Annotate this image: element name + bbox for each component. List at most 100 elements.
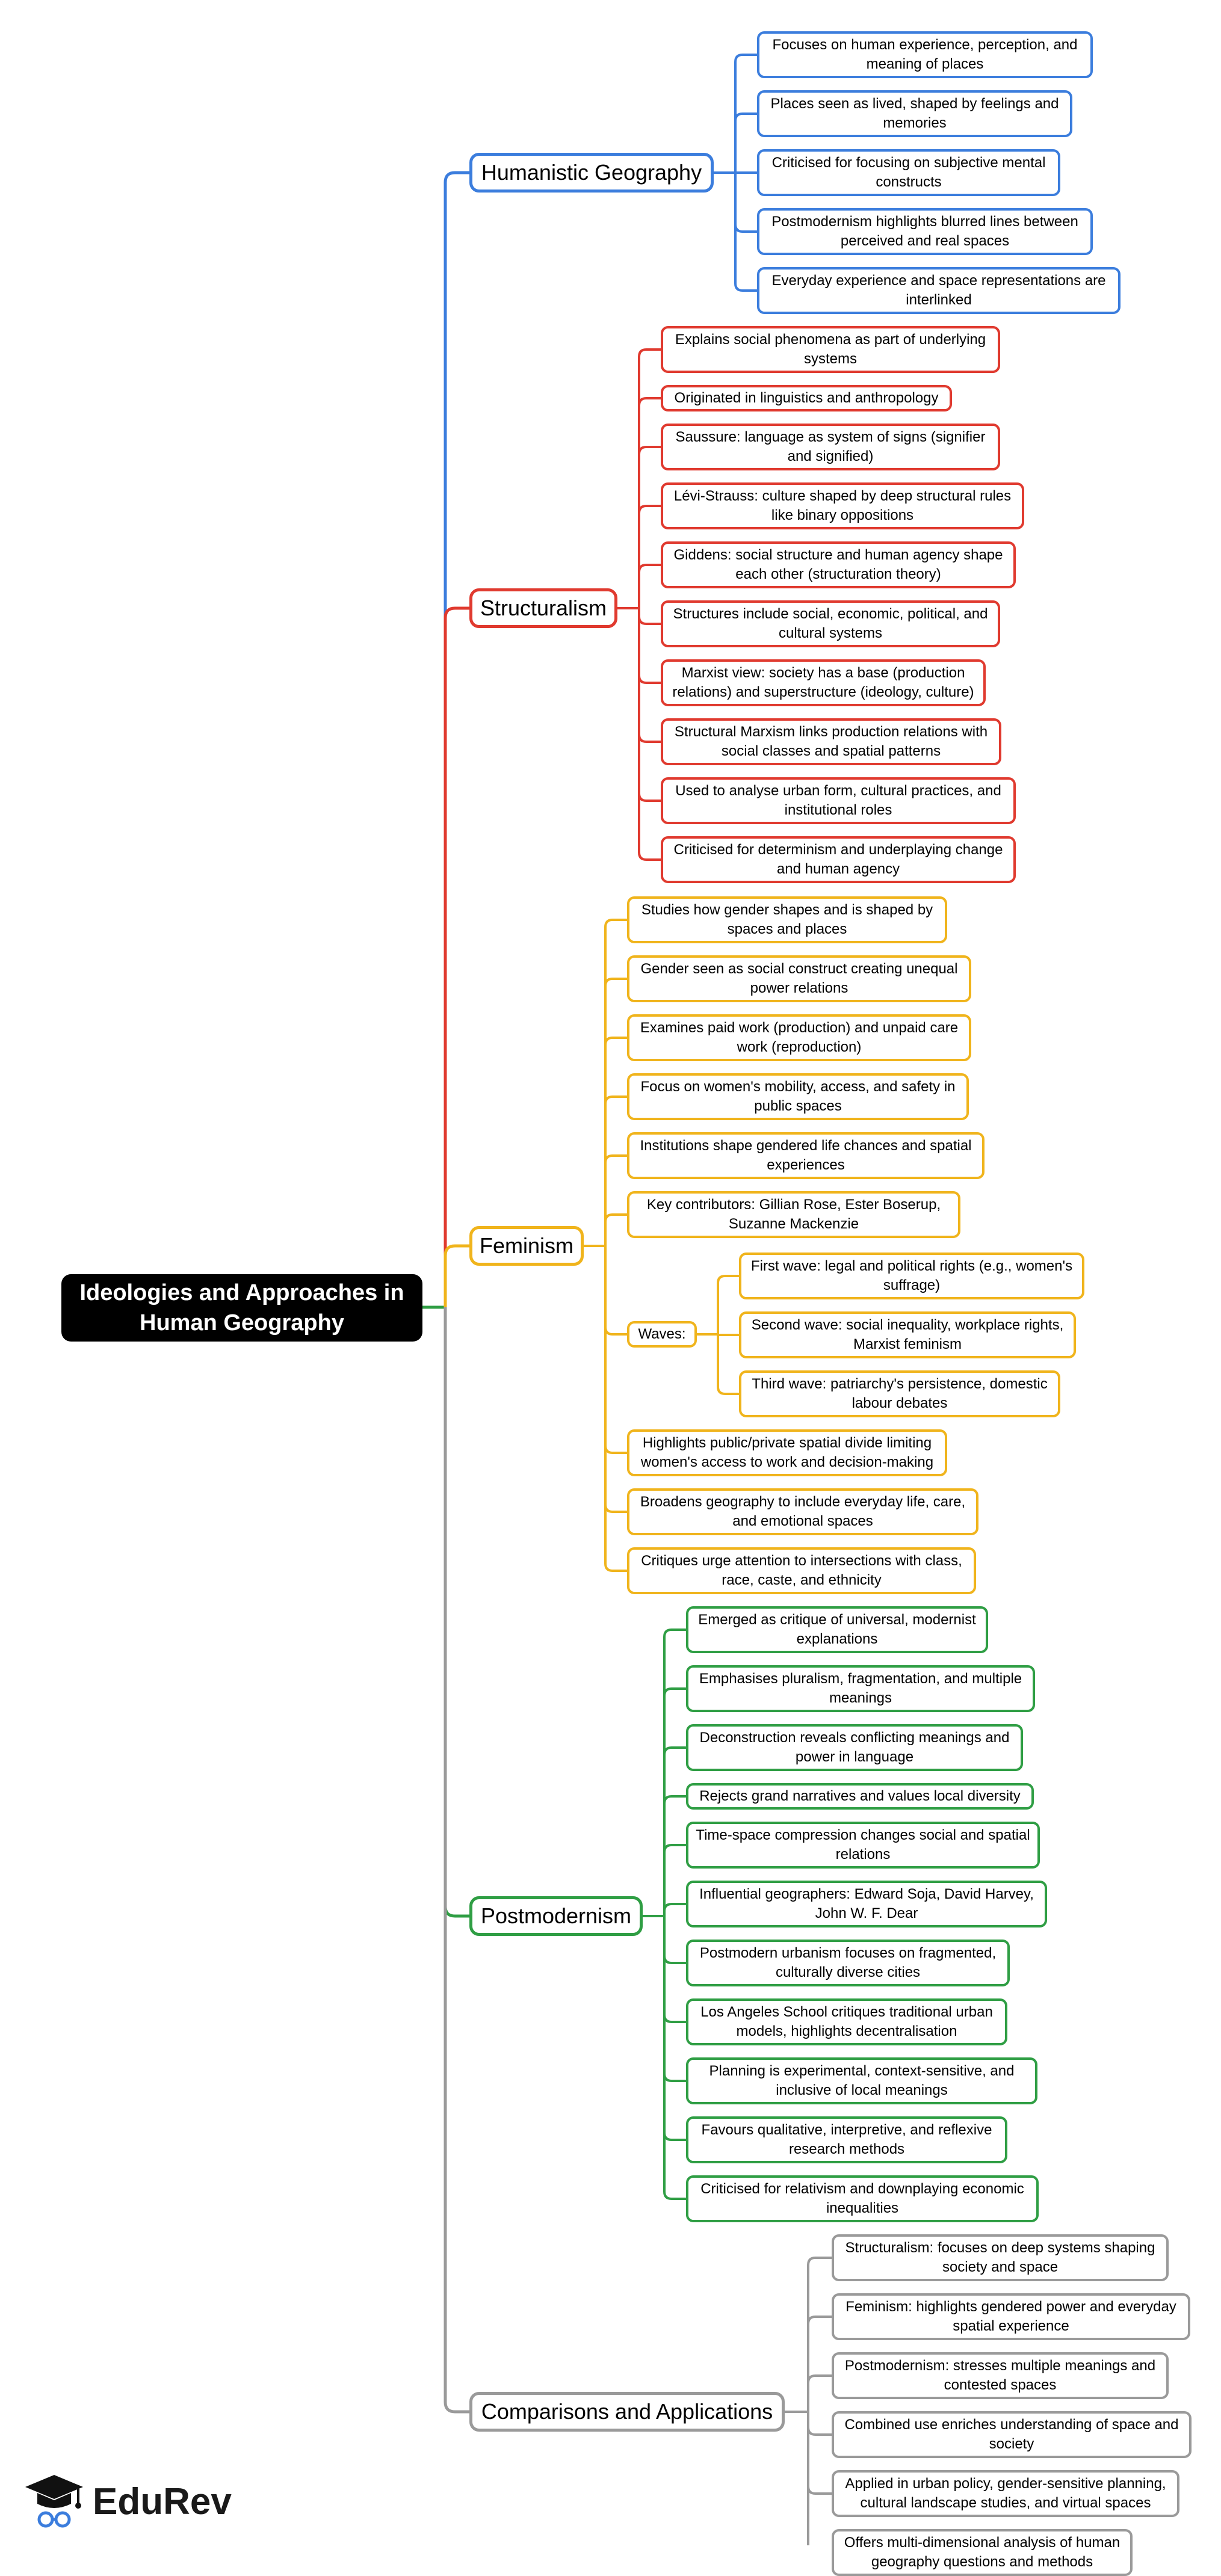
structuralism-link-3 — [638, 446, 661, 608]
leaf-feminism-wave-1: First wave: legal and political rights (… — [739, 1253, 1084, 1299]
branch-comparisons-applications: Comparisons and Applications — [469, 2392, 785, 2432]
leaf-structuralism-8: Structural Marxism links production rela… — [661, 718, 1001, 765]
leaf-text: Giddens: social structure and human agen… — [673, 547, 1003, 582]
humanistic-link-5 — [734, 173, 757, 292]
comparisons-link-5 — [807, 2412, 832, 2495]
branch-humanistic-geography: Humanistic Geography — [469, 153, 714, 193]
leaf-text: Planning is experimental, context-sensit… — [709, 2063, 1015, 2098]
leaf-text: Studies how gender shapes and is shaped … — [641, 902, 933, 937]
leaf-structuralism-6: Structures include social, economic, pol… — [661, 600, 1000, 647]
feminism-link-1 — [604, 919, 627, 1246]
leaf-structuralism-5: Giddens: social structure and human agen… — [661, 541, 1016, 588]
leaf-feminism-6: Key contributors: Gillian Rose, Ester Bo… — [627, 1191, 960, 1238]
structuralism-link-7 — [638, 608, 661, 684]
leaf-structuralism-2: Originated in linguistics and anthropolo… — [661, 385, 952, 411]
feminism-link-7 — [604, 1246, 627, 1336]
leaf-text: Emphasises pluralism, fragmentation, and… — [699, 1671, 1022, 1706]
branch-label: Comparisons and Applications — [481, 2399, 773, 2424]
leaf-postmodernism-4: Rejects grand narratives and values loca… — [686, 1783, 1034, 1810]
root-title-line-2: Human Geography — [140, 1310, 344, 1336]
leaf-text: Offers multi-dimensional analysis of hum… — [844, 2534, 1121, 2570]
branch-label: Humanistic Geography — [481, 160, 702, 185]
leaf-postmodernism-10: Favours qualitative, interpretive, and r… — [686, 2116, 1007, 2163]
leaf-text: Waves: — [638, 1326, 686, 1342]
leaf-text: Combined use enriches understanding of s… — [844, 2417, 1179, 2452]
leaf-text: Highlights public/private spatial divide… — [640, 1435, 934, 1470]
brand-name: EduRev — [93, 2480, 232, 2522]
leaf-text: Postmodernism: stresses multiple meaning… — [844, 2358, 1156, 2393]
branch-label: Feminism — [479, 1233, 573, 1258]
leaf-comparisons-1: Structuralism: focuses on deep systems s… — [832, 2234, 1169, 2281]
leaf-text: Postmodernism highlights blurred lines b… — [771, 214, 1078, 249]
feminism-waves-link-3 — [717, 1334, 739, 1395]
feminism-waves-link-1 — [717, 1275, 739, 1334]
leaf-text: Examines paid work (production) and unpa… — [640, 1020, 959, 1055]
leaf-text: Influential geographers: Edward Soja, Da… — [699, 1886, 1034, 1921]
leaf-text: Broadens geography to include everyday l… — [640, 1494, 966, 1529]
leaf-feminism-wave-3: Third wave: patriarchy's persistence, do… — [739, 1370, 1060, 1417]
leaf-feminism-4: Focus on women's mobility, access, and s… — [627, 1073, 969, 1120]
leaf-text: Gender seen as social construct creating… — [640, 961, 958, 996]
leaf-postmodernism-3: Deconstruction reveals conflicting meani… — [686, 1724, 1023, 1771]
leaf-humanistic-2: Places seen as lived, shaped by feelings… — [757, 90, 1072, 137]
structuralism-link-9 — [638, 608, 661, 802]
feminism-link-6 — [604, 1213, 627, 1246]
leaf-text: Criticised for determinism and underplay… — [673, 842, 1003, 877]
postmodernism-link-4 — [663, 1795, 686, 1916]
humanistic-link-4 — [734, 173, 757, 233]
leaf-feminism-5: Institutions shape gendered life chances… — [627, 1132, 985, 1179]
leaf-comparisons-6: Offers multi-dimensional analysis of hum… — [832, 2529, 1133, 2576]
leaf-text: Key contributors: Gillian Rose, Ester Bo… — [646, 1197, 941, 1232]
leaf-structuralism-1: Explains social phenomena as part of und… — [661, 326, 1000, 373]
leaf-text: Criticised for focusing on subjective me… — [771, 155, 1046, 190]
structuralism-link-10 — [638, 608, 661, 861]
comparisons-link-6 — [807, 2412, 810, 2545]
branch-feminism: Feminism — [469, 1226, 584, 1266]
leaf-structuralism-9: Used to analyse urban form, cultural pra… — [661, 777, 1016, 824]
leaf-text: Favours qualitative, interpretive, and r… — [701, 2122, 992, 2157]
feminism-link-9 — [604, 1246, 627, 1513]
leaf-structuralism-10: Criticised for determinism and underplay… — [661, 836, 1016, 883]
leaf-text: Rejects grand narratives and values loca… — [699, 1788, 1021, 1804]
feminism-link-10 — [604, 1246, 627, 1572]
structuralism-link-4 — [638, 505, 661, 608]
leaf-humanistic-3: Criticised for focusing on subjective me… — [757, 149, 1060, 196]
leaf-text: Structures include social, economic, pol… — [673, 606, 988, 641]
leaf-text: Emerged as critique of universal, modern… — [698, 1612, 976, 1647]
postmodernism-link-7 — [663, 1916, 686, 1964]
leaf-text: Time-space compression changes social an… — [696, 1827, 1030, 1863]
leaf-humanistic-4: Postmodernism highlights blurred lines b… — [757, 208, 1093, 255]
leaf-postmodernism-7: Postmodern urbanism focuses on fragmente… — [686, 1940, 1010, 1986]
comparisons-link-1 — [807, 2257, 832, 2412]
feminism-link-2 — [604, 978, 627, 1246]
root-title-line-1: Ideologies and Approaches in — [79, 1280, 404, 1305]
branch-postmodernism: Postmodernism — [469, 1896, 643, 1936]
leaf-humanistic-5: Everyday experience and space representa… — [757, 267, 1121, 314]
leaf-text: Applied in urban policy, gender-sensitiv… — [845, 2476, 1166, 2511]
leaf-feminism-1: Studies how gender shapes and is shaped … — [627, 896, 947, 943]
comparisons-link-3 — [807, 2374, 832, 2412]
leaf-structuralism-3: Saussure: language as system of signs (s… — [661, 424, 1000, 470]
root-node: Ideologies and Approaches in Human Geogr… — [61, 1274, 422, 1342]
leaf-feminism-wave-2: Second wave: social inequality, workplac… — [739, 1311, 1076, 1358]
humanistic-link-2 — [734, 112, 757, 173]
leaf-feminism-7: Highlights public/private spatial divide… — [627, 1429, 947, 1476]
trunk-comparisons — [444, 1307, 469, 2414]
leaf-postmodernism-2: Emphasises pluralism, fragmentation, and… — [686, 1665, 1035, 1712]
leaf-text: Lévi-Strauss: culture shaped by deep str… — [673, 488, 1012, 523]
postmodernism-link-6 — [663, 1903, 686, 1916]
leaf-text: Second wave: social inequality, workplac… — [751, 1317, 1064, 1352]
branch-label: Postmodernism — [480, 1903, 632, 1928]
postmodernism-link-9 — [663, 1916, 686, 2082]
trunk-humanistic — [444, 171, 469, 1307]
branch-label: Structuralism — [480, 596, 607, 620]
postmodernism-link-3 — [663, 1746, 686, 1916]
feminism-link-3 — [604, 1037, 627, 1246]
leaf-humanistic-1: Focuses on human experience, perception,… — [757, 31, 1093, 78]
leaf-feminism-waves: Waves: — [627, 1321, 697, 1348]
leaf-text: Third wave: patriarchy's persistence, do… — [752, 1376, 1048, 1411]
leaf-text: Structuralism: focuses on deep systems s… — [845, 2240, 1155, 2275]
leaf-text: Saussure: language as system of signs (s… — [675, 429, 986, 464]
structuralism-link-2 — [638, 397, 661, 608]
